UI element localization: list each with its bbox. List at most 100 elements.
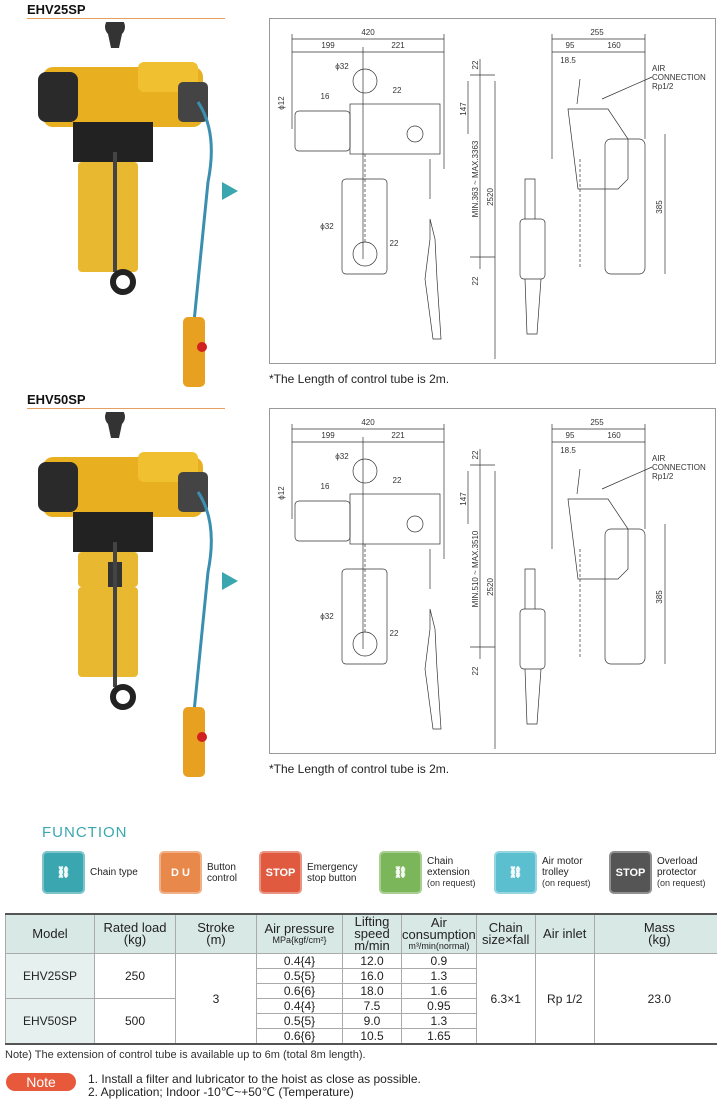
dimension-label: Rp1/2 [652,82,674,91]
label-line: trolley [542,867,569,878]
dimension-label: 95 [566,431,575,440]
arrow-right-icon [222,572,238,590]
header-unit: MPa{kgf/cm²} [272,935,327,945]
dimension-label: 221 [391,41,405,50]
label-line: extension [427,867,470,878]
cell-lifting-speed: 10.5 [342,1028,402,1045]
stop-button-icon: STOP [259,851,302,894]
label-line: Chain [427,856,454,867]
dimension-label: 420 [361,28,375,37]
hoist-photo [38,22,213,387]
table-header-row: Model Rated load(kg) Stroke(m) Air press… [5,913,717,954]
header-unit: size×fall [482,932,530,947]
label-line: Air motor [542,856,583,867]
cell-rated-load: 500 [94,998,176,1045]
arrow-right-icon [222,182,238,200]
dimension-label: 18.5 [560,446,576,455]
cell-rated-load: 250 [94,953,176,999]
note-list: 1. Install a filter and lubricator to th… [88,1073,421,1099]
cell-air-consumption: 1.3 [401,968,477,984]
icon-glyph: STOP [615,866,646,879]
table-row: 0.6{6} 18.0 1.6 [6,983,717,999]
trolley-icon: ⛓ [494,851,537,894]
label-line: Overload [657,856,698,867]
header-label: Air inlet [543,926,587,941]
dimension-label: 22 [390,239,399,248]
cell-model: EHV25SP [5,953,95,999]
dimension-label: 22 [471,666,480,675]
label-sub: (on request) [542,878,591,888]
icon-glyph: D U [171,866,190,879]
cell-air-consumption: 0.95 [401,998,477,1014]
function-label: Overload protector (on request) [657,856,706,889]
cell-air-inlet: Rp 1/2 [534,953,595,1045]
dimension-label: ϕ32 [320,612,334,621]
dimension-label: 22 [471,276,480,285]
dimension-label: 16 [321,482,330,491]
label-line: control [207,872,238,884]
note-item: 1. Install a filter and lubricator to th… [88,1072,421,1086]
header-label: Chain [488,920,523,935]
label-line: protector [657,867,697,878]
dimension-label: CONNECTION [652,463,706,472]
function-chain-extension: ⛓ Chain extension (on request) [379,851,494,894]
function-chain: ⛓ Chain type [42,851,159,894]
dimension-label: 199 [321,41,335,50]
dimension-label: 22 [471,60,480,69]
dimension-label: AIR [652,454,666,463]
dimension-label: 22 [393,476,402,485]
dimension-label: 255 [590,418,604,427]
dimension-label: ϕ32 [320,222,334,231]
drawing-caption: *The Length of control tube is 2m. [269,762,450,776]
dimension-label: CONNECTION [652,73,706,82]
function-label: Emergency stop button [307,862,358,884]
cell-air-pressure: 0.4{4} [256,998,343,1014]
function-label: Air motor trolley (on request) [542,856,591,889]
header-label: Model [32,926,68,941]
cell-air-pressure: 0.6{6} [256,983,343,999]
dimension-label: 420 [361,418,375,427]
header-rated-load: Rated load(kg) [94,913,176,954]
header-unit: (kg) [123,932,147,947]
cell-air-pressure: 0.4{4} [256,953,343,969]
label-line: stop button [307,872,357,884]
hoist-photo [38,412,213,777]
header-unit: m³/min(normal) [408,941,470,951]
header-model: Model [5,913,95,954]
label-sub: (on request) [427,878,476,888]
dimension-label: ϕ32 [335,452,349,461]
table-row: 0.5{5} 16.0 1.3 [6,968,717,984]
dimension-label: 147 [459,492,468,506]
cell-model: EHV50SP [5,998,95,1045]
dimension-label: AIR [652,64,666,73]
dimension-label: 22 [471,450,480,459]
spec-area: Model Rated load(kg) Stroke(m) Air press… [5,913,717,1099]
dimension-label: Rp1/2 [652,472,674,481]
note-row: Note 1. Install a filter and lubricator … [5,1073,717,1099]
title-divider [27,408,225,409]
function-trolley: ⛓ Air motor trolley (on request) [494,851,609,894]
dimension-label: 160 [607,431,621,440]
dimension-label: 18.5 [560,56,576,65]
cell-air-consumption: 1.65 [401,1028,477,1045]
drawing-caption: *The Length of control tube is 2m. [269,372,450,386]
dimension-label: 160 [607,41,621,50]
function-list: ⛓ Chain type D U Button control STOP Eme… [42,851,717,894]
function-label: Button control [207,862,237,884]
title-divider [27,18,225,19]
dimension-label: 255 [590,28,604,37]
dimension-label: ϕ32 [335,62,349,71]
header-label: Lifting speed [354,914,390,941]
chain-extension-icon: ⛓ [379,851,422,894]
button-control-icon: D U [159,851,202,894]
overload-icon: STOP [609,851,652,894]
function-label: Chain type [90,867,138,878]
